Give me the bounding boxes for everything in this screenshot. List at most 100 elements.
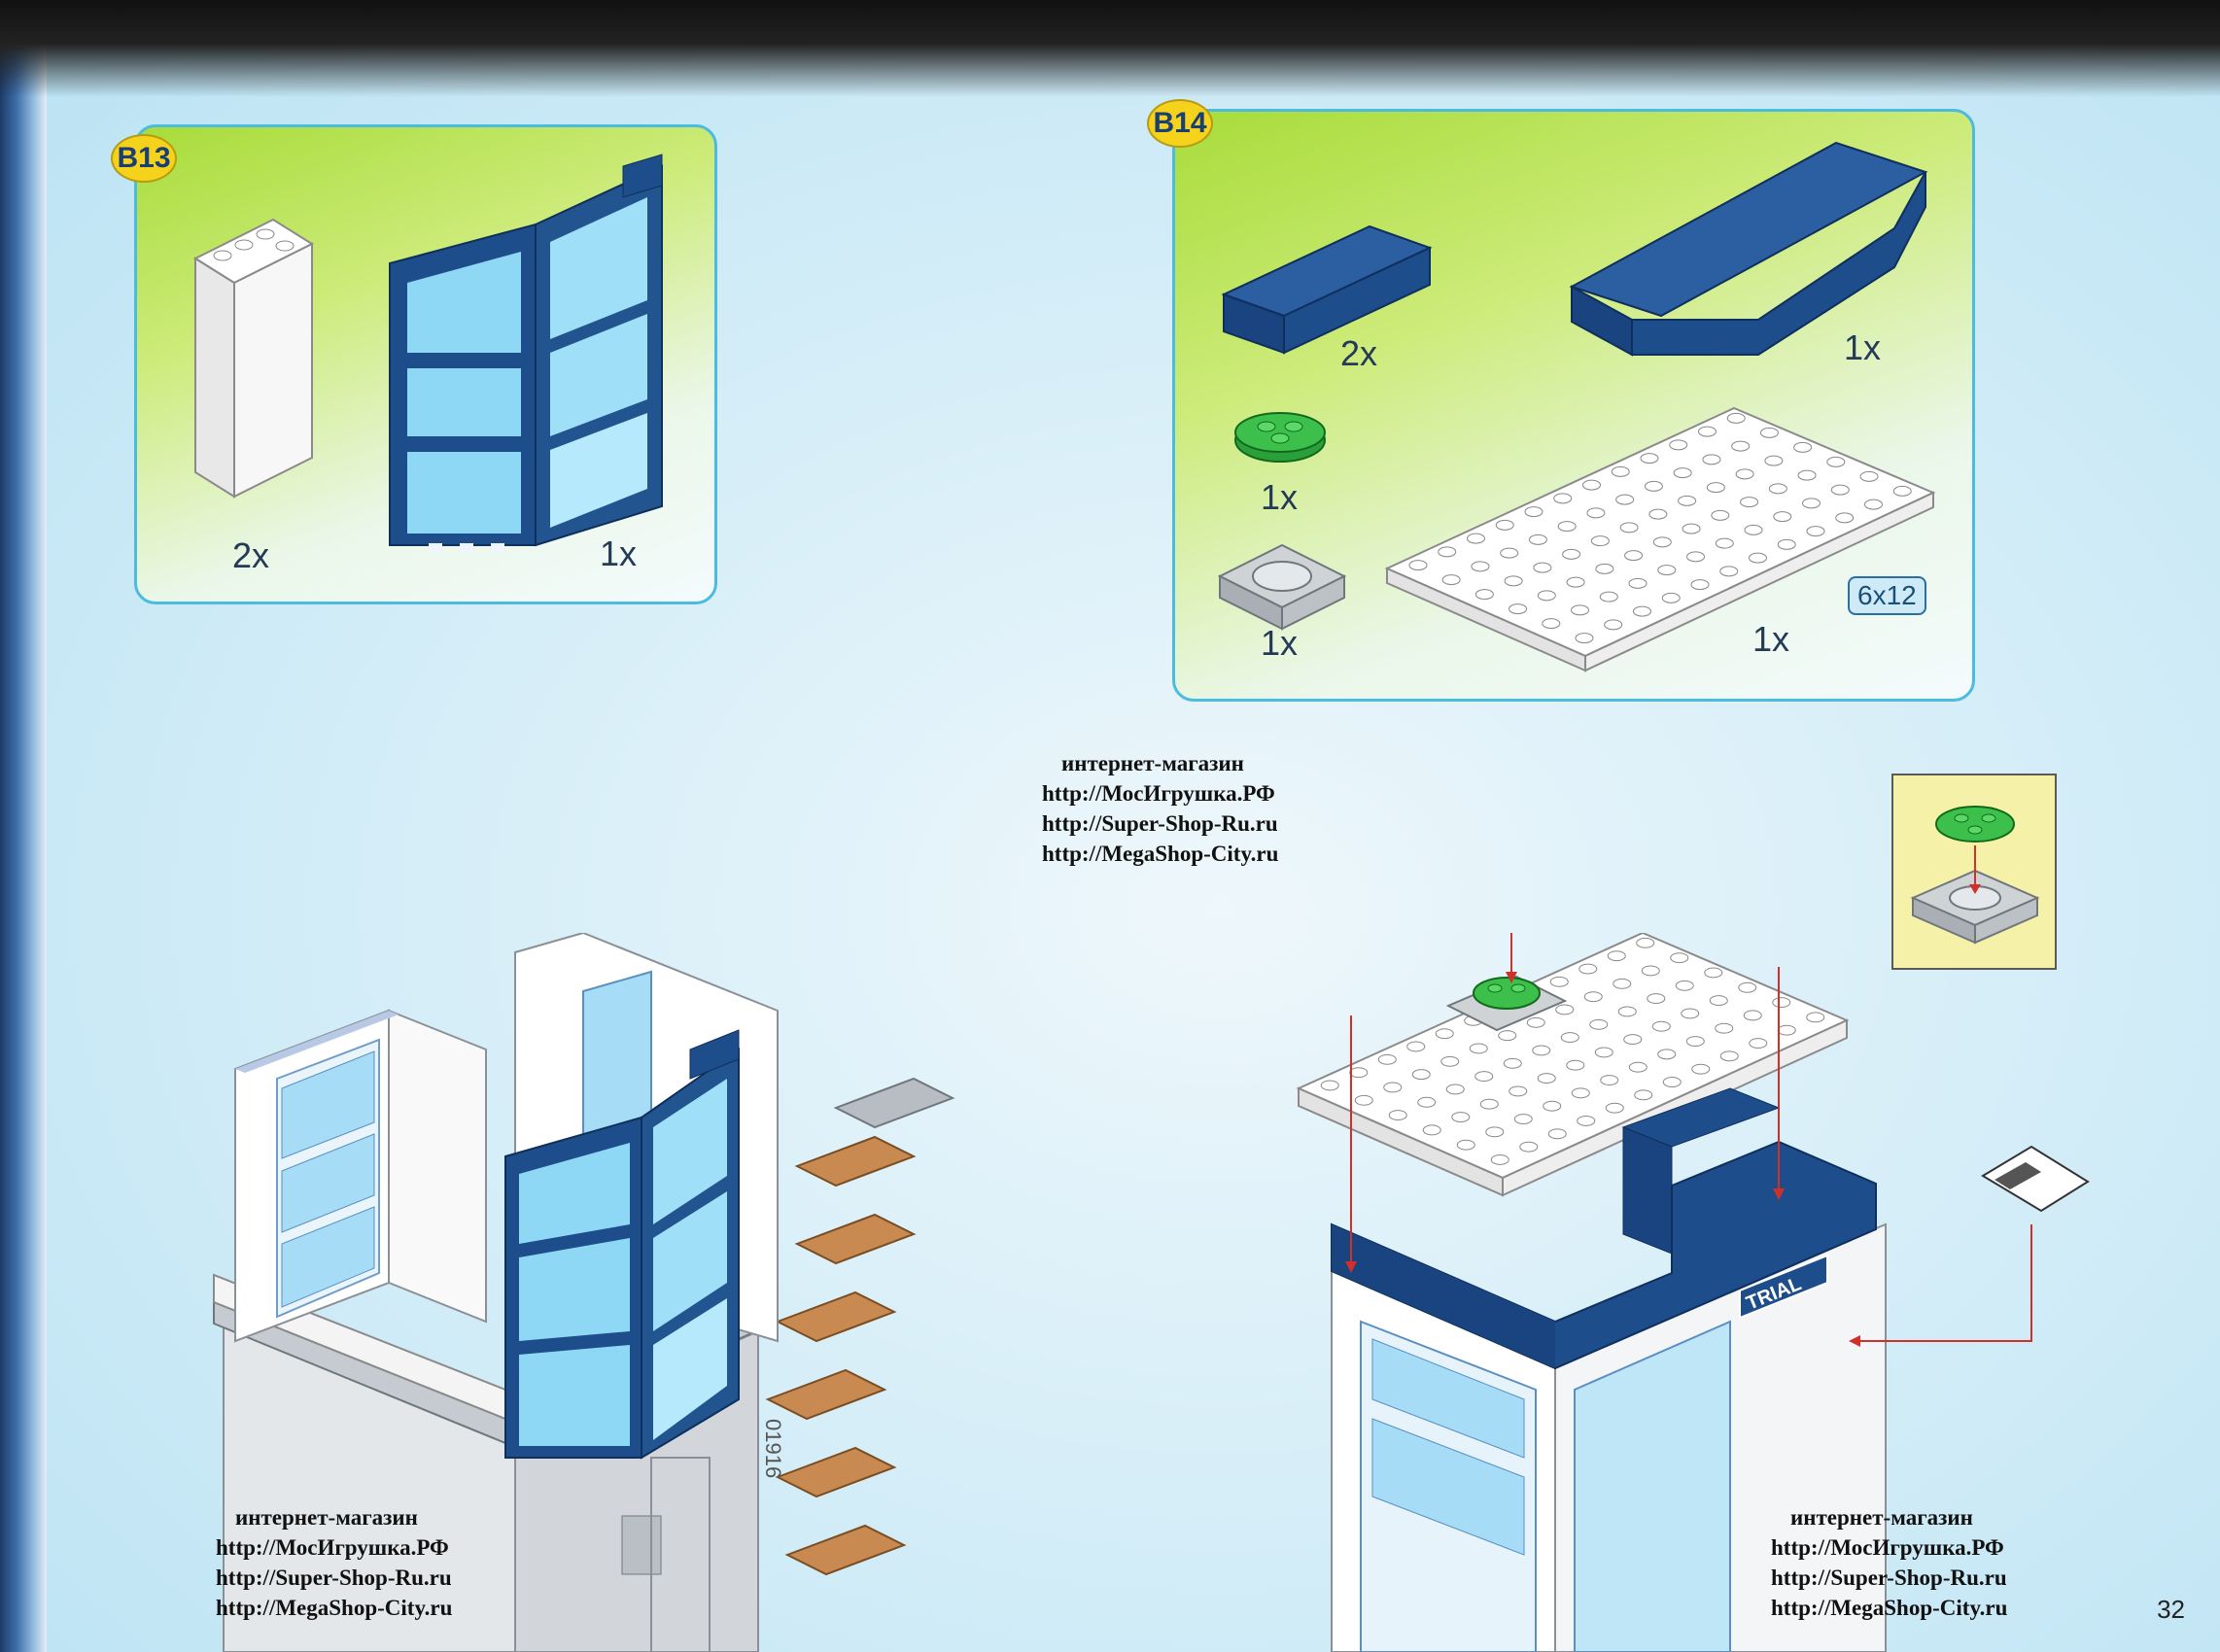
watermark-line-4: http://MegaShop-City.ru bbox=[216, 1596, 453, 1620]
plate-stud bbox=[1719, 566, 1739, 577]
plate-stud bbox=[1704, 967, 1723, 979]
plate-stud bbox=[1743, 1010, 1762, 1021]
watermark-line-2: http://МосИгрушка.РФ bbox=[1771, 1535, 2004, 1560]
plate-stud bbox=[1526, 1016, 1545, 1028]
plate-stud bbox=[1670, 952, 1689, 964]
plate-stud bbox=[1764, 455, 1784, 466]
plate-stud bbox=[1744, 524, 1763, 535]
plate-stud bbox=[1577, 1116, 1596, 1126]
build-illustration-b13: 01916 bbox=[213, 933, 955, 1652]
plate-stud bbox=[1604, 619, 1623, 631]
watermark-line-3: http://Super-Shop-Ru.ru bbox=[1042, 811, 1278, 836]
plate-stud bbox=[1474, 589, 1494, 601]
plate-stud bbox=[1542, 618, 1561, 630]
plate-stud bbox=[1859, 470, 1879, 482]
plate-stud bbox=[1466, 533, 1485, 544]
plate-stud bbox=[1441, 574, 1461, 586]
watermark-line-1: интернет-магазин bbox=[1061, 751, 1244, 775]
plate-stud bbox=[1586, 507, 1606, 519]
plate-stud bbox=[1509, 603, 1528, 615]
plate-stud bbox=[1772, 997, 1791, 1009]
scan-edge-shadow bbox=[0, 0, 2220, 97]
plate-stud bbox=[1589, 1018, 1609, 1030]
plate-stud bbox=[1417, 1096, 1437, 1108]
plate-stud bbox=[1566, 576, 1585, 588]
plate-stud bbox=[1675, 980, 1694, 991]
plate-stud bbox=[1578, 963, 1598, 975]
parts-illustration-b13 bbox=[192, 154, 663, 553]
blue-corner-window-part bbox=[389, 154, 663, 553]
step-badge-b13: B13 bbox=[111, 134, 177, 183]
plate-size-tag: 6x12 bbox=[1848, 576, 1926, 615]
part-qty-corner-window: 1x bbox=[600, 533, 638, 573]
plate-stud bbox=[1560, 1032, 1579, 1044]
plate-stud bbox=[1411, 1069, 1431, 1081]
plate-stud bbox=[1408, 560, 1428, 571]
plate-stud bbox=[1615, 494, 1635, 505]
plate-stud bbox=[1349, 1067, 1369, 1079]
plate-stud bbox=[1749, 1038, 1768, 1049]
white-brick-part bbox=[192, 218, 315, 499]
plate-stud bbox=[1562, 548, 1581, 560]
plate-stud bbox=[1513, 1114, 1533, 1124]
plate-stud bbox=[1445, 1084, 1465, 1095]
plate-stud bbox=[1600, 1075, 1619, 1085]
plate-stud bbox=[1731, 440, 1751, 452]
part-qty-blue-1x6: 2x bbox=[1340, 333, 1378, 373]
plate-stud bbox=[1797, 469, 1817, 481]
plate-stud bbox=[1435, 1028, 1454, 1040]
watermark-line-3: http://Super-Shop-Ru.ru bbox=[1771, 1566, 2007, 1590]
plate-stud bbox=[1471, 561, 1490, 572]
plate-stud bbox=[1673, 467, 1692, 479]
plate-stud bbox=[1617, 1006, 1637, 1017]
watermark-line-4: http://MegaShop-City.ru bbox=[1042, 842, 1279, 866]
plate-stud bbox=[1599, 591, 1618, 602]
plate-stud bbox=[1634, 1089, 1653, 1101]
turntable-callout-box bbox=[1891, 774, 2057, 970]
plate-stud bbox=[1640, 453, 1659, 465]
plate-stud bbox=[1575, 633, 1594, 644]
blue-1x6-brick-part bbox=[1221, 224, 1433, 355]
plate-stud bbox=[1636, 937, 1655, 948]
plate-stud bbox=[1479, 1098, 1499, 1110]
watermark-line-1: интернет-магазин bbox=[235, 1505, 418, 1530]
plate-stud bbox=[1607, 950, 1626, 962]
shop-watermark-left: интернет-магазин http://МосИгрушка.РФ ht… bbox=[216, 1502, 452, 1623]
placement-arrows bbox=[1350, 933, 2032, 1342]
plate-stud bbox=[1549, 976, 1569, 987]
part-qty-white-brick: 2x bbox=[232, 535, 270, 575]
step-badge-b14: B14 bbox=[1147, 99, 1213, 148]
page-number: 32 bbox=[2157, 1595, 2185, 1624]
plate-stud bbox=[1678, 495, 1697, 506]
orange-staircase bbox=[765, 1077, 955, 1576]
plate-stud bbox=[1628, 1061, 1648, 1073]
plate-stud bbox=[1806, 526, 1825, 537]
plate-stud bbox=[1553, 493, 1573, 504]
plate-stud bbox=[1613, 978, 1632, 989]
plate-stud bbox=[1657, 1049, 1677, 1060]
plate-stud bbox=[1690, 579, 1710, 591]
plate-stud bbox=[1524, 506, 1544, 518]
plate-stud bbox=[1456, 1139, 1475, 1151]
plate-stud bbox=[1647, 993, 1666, 1005]
plate-stud bbox=[1611, 465, 1630, 477]
plate-stud bbox=[1440, 1055, 1460, 1067]
plate-stud bbox=[1773, 511, 1792, 523]
plate-stud bbox=[1662, 1077, 1682, 1087]
parts-panel-b13: 2x 1x bbox=[134, 124, 717, 604]
plate-stud bbox=[1619, 522, 1639, 533]
plate-stud bbox=[1697, 426, 1717, 437]
plate-stud bbox=[1709, 995, 1728, 1007]
plate-stud bbox=[1628, 577, 1648, 589]
plate-stud bbox=[1863, 499, 1883, 510]
plate-stud bbox=[1509, 1085, 1528, 1097]
plate-stud bbox=[1802, 498, 1821, 509]
callout-parts bbox=[1910, 806, 2040, 945]
plate-stud bbox=[1451, 1112, 1471, 1123]
plate-stud bbox=[1711, 509, 1730, 521]
plate-stud bbox=[1532, 1045, 1551, 1056]
plate-stud bbox=[1826, 456, 1846, 467]
plate-stud bbox=[1377, 1053, 1397, 1065]
plate-stud bbox=[1388, 1110, 1407, 1121]
floating-white-plate bbox=[1296, 933, 1850, 1197]
